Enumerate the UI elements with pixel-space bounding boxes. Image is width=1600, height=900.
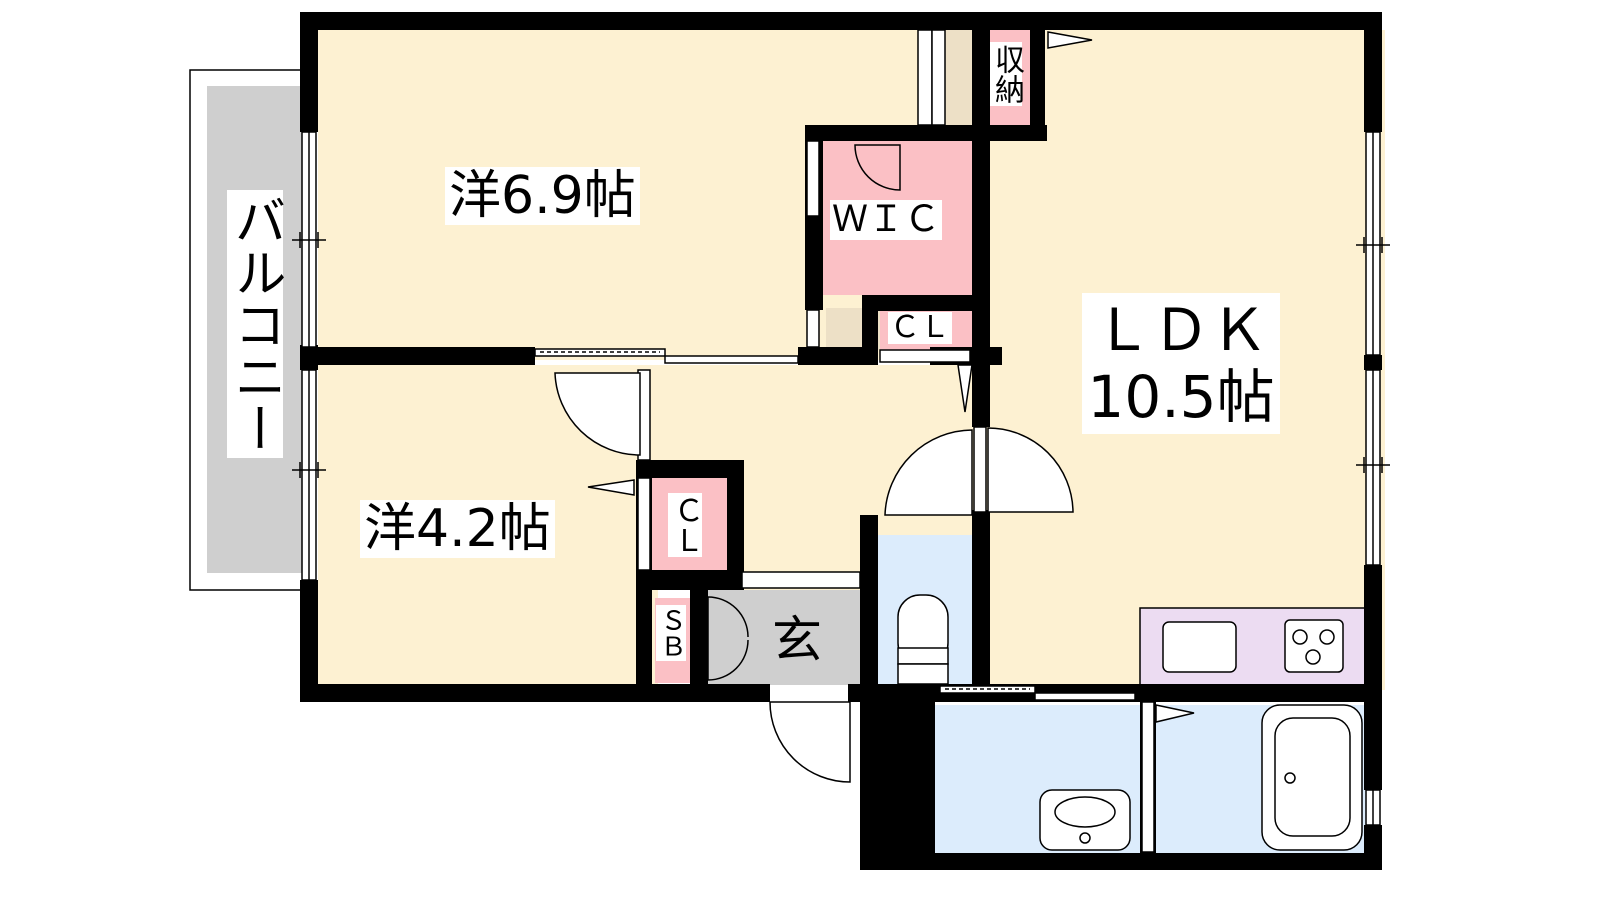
room-label-closet-upper: ＣＬ [888, 310, 952, 345]
room-label-shoe-box: ＳＢ [656, 605, 686, 661]
room-label-ldk: ＬＤＫ 10.5帖 [1082, 293, 1280, 435]
stove-icon [1284, 619, 1344, 673]
outer-walls [300, 12, 1382, 870]
door-arrows [587, 31, 1195, 723]
entrance-floor [690, 590, 860, 685]
room-label-western-large: 洋6.9帖 [445, 167, 640, 225]
room-label-closet-lower: ＣＬ [668, 493, 703, 557]
bathtub-icon [1261, 704, 1363, 851]
fixtures [897, 594, 1363, 851]
room-label-western-small: 洋4.2帖 [360, 500, 555, 558]
washbasin-icon [1039, 789, 1131, 851]
room-label-entrance: 玄 [772, 611, 822, 669]
ldk-label-line1: ＬＤＫ [1093, 296, 1268, 364]
ldk-label-line2: 10.5帖 [1087, 362, 1275, 431]
window-ticks [292, 232, 1390, 478]
swing-doors [554, 144, 1074, 783]
sliding-doors [534, 29, 1155, 853]
sink-icon [1162, 621, 1237, 673]
room-label-balcony: バルコニー [225, 190, 285, 458]
room-label-storage: 収納 [989, 42, 1024, 106]
room-label-wic: ＷＩＣ [830, 199, 943, 240]
